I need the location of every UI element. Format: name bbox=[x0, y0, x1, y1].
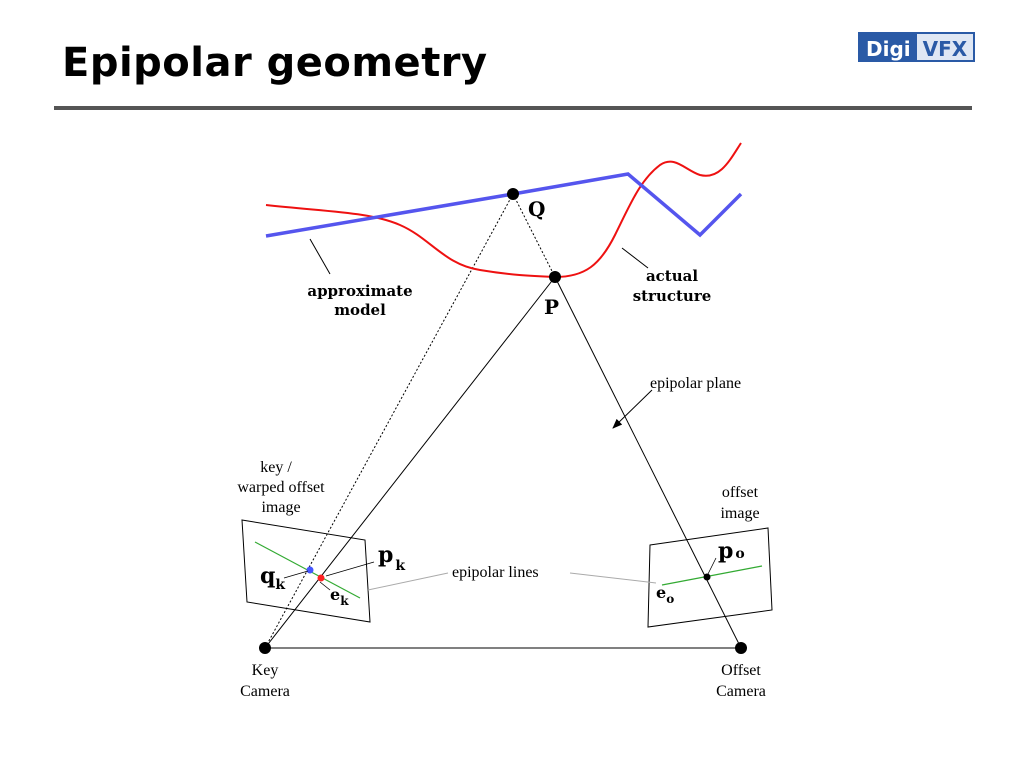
label-offset-camera-1: Offset bbox=[721, 662, 761, 679]
label-key-image-1: key / bbox=[260, 459, 292, 476]
label-actual-structure-2: structure bbox=[633, 287, 712, 305]
label-qk: qk bbox=[260, 563, 285, 593]
offset-epipolar-line bbox=[661, 565, 763, 586]
label-qk-main: q bbox=[260, 563, 275, 589]
point-P bbox=[549, 271, 561, 283]
leader-epipolar-plane bbox=[612, 389, 653, 429]
approximate-model-line bbox=[265, 172, 743, 238]
label-offset-image-1: offset bbox=[722, 484, 759, 501]
label-approximate-model-2: model bbox=[334, 301, 386, 319]
projection-po bbox=[703, 573, 711, 581]
ray-offset-to-P bbox=[554, 276, 742, 649]
label-eo-sub: o bbox=[666, 592, 674, 606]
ray-key-to-P bbox=[264, 276, 556, 649]
leader-po bbox=[707, 557, 717, 575]
projection-qk bbox=[306, 566, 314, 574]
leader-actual-structure bbox=[621, 247, 649, 269]
label-key-camera-1: Key bbox=[252, 662, 279, 679]
label-ek-main: e bbox=[330, 585, 340, 604]
leader-qk bbox=[283, 570, 309, 579]
actual-structure-curve bbox=[265, 142, 742, 279]
label-approximate-model-1: approximate bbox=[307, 282, 412, 300]
title-divider bbox=[54, 106, 972, 110]
label-pk-sub: k bbox=[395, 558, 405, 574]
label-ek: ek bbox=[330, 585, 349, 608]
digivfx-logo: Digi VFX bbox=[858, 32, 976, 62]
point-Q bbox=[507, 188, 519, 200]
label-actual-structure-1: actual bbox=[646, 267, 698, 285]
label-epipolar-lines: epipolar lines bbox=[452, 564, 539, 581]
label-offset-camera-2: Camera bbox=[716, 683, 766, 700]
logo-vfx: VFX bbox=[916, 34, 974, 61]
label-eo-main: e bbox=[656, 583, 666, 602]
label-po-main: p bbox=[718, 538, 733, 564]
leader-ek bbox=[319, 581, 331, 591]
ray-Q-to-P bbox=[512, 193, 556, 278]
label-eo: eo bbox=[656, 583, 674, 606]
label-Q: Q bbox=[528, 197, 545, 221]
label-P: P bbox=[544, 295, 559, 319]
key-image-plane bbox=[241, 519, 371, 623]
offset-image-plane bbox=[647, 527, 773, 628]
leader-epipolar-lines-right bbox=[569, 572, 657, 584]
leader-pk bbox=[325, 561, 375, 577]
label-po-sub: o bbox=[735, 546, 744, 562]
label-offset-image-2: image bbox=[720, 505, 759, 522]
label-key-camera-2: Camera bbox=[240, 683, 290, 700]
projection-pk bbox=[317, 574, 325, 582]
slide-title: Epipolar geometry bbox=[62, 40, 488, 86]
label-key-image-3: image bbox=[261, 499, 300, 516]
label-pk-main: p bbox=[378, 542, 393, 568]
label-qk-sub: k bbox=[275, 577, 285, 593]
label-key-image-2: warped offset bbox=[237, 479, 325, 496]
offset-camera-point bbox=[735, 642, 747, 654]
label-ek-sub: k bbox=[340, 594, 349, 608]
label-epipolar-plane: epipolar plane bbox=[650, 375, 741, 392]
logo-digi: Digi bbox=[860, 34, 917, 61]
key-camera-point bbox=[259, 642, 271, 654]
leader-approximate-model bbox=[309, 238, 331, 275]
leader-epipolar-lines-left bbox=[367, 572, 449, 591]
